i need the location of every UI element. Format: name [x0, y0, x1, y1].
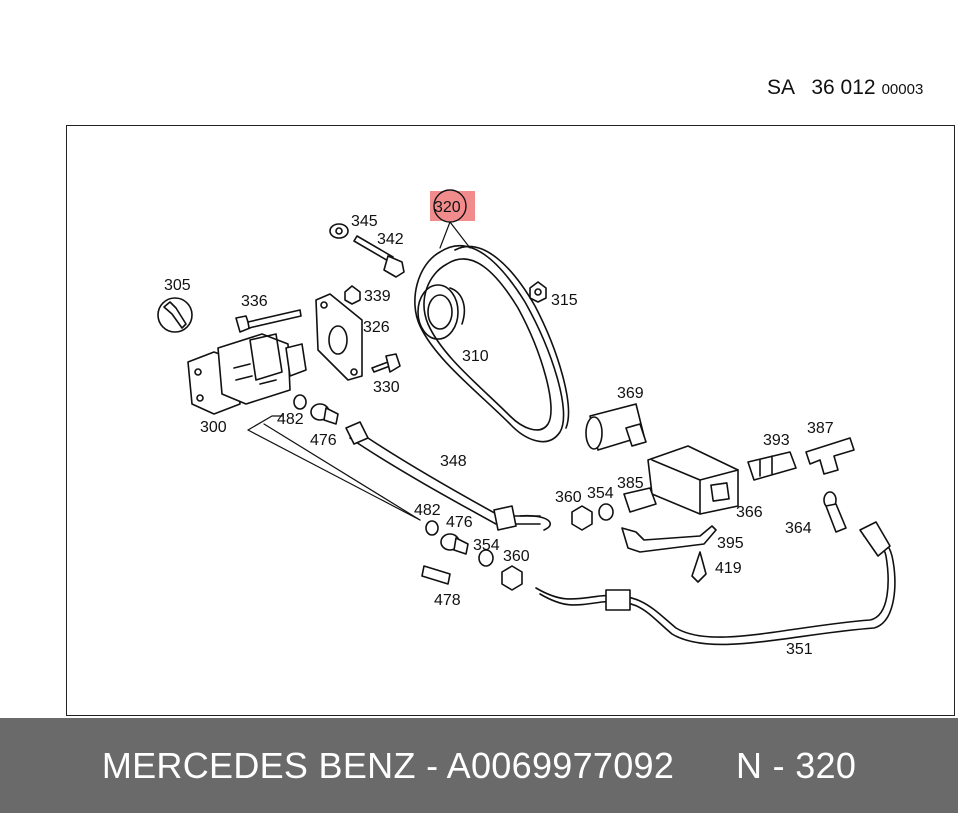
footer-part-number: A0069977092 [446, 745, 675, 786]
hose-348-drawing [345, 421, 551, 531]
part-label-339: 339 [364, 288, 391, 305]
part-label-351: 351 [786, 641, 813, 658]
bracket-326-drawing [315, 293, 363, 381]
part-label-360-bottom: 360 [503, 548, 530, 565]
part-label-310: 310 [462, 348, 489, 365]
part-label-300: 300 [200, 419, 227, 436]
part-label-360-top: 360 [555, 489, 582, 506]
part-label-395: 395 [717, 535, 744, 552]
footer-banner: MERCEDES BENZ - A0069977092 N - 320 [0, 718, 958, 813]
footer-gap [674, 745, 736, 786]
v-belt-drawing [414, 244, 570, 443]
part-label-478: 478 [434, 592, 461, 609]
part-label-366: 366 [736, 504, 763, 521]
compressor-300-drawing [187, 333, 307, 415]
part-label-330: 330 [373, 379, 400, 396]
footer-brand: MERCEDES BENZ [101, 745, 416, 786]
valve-block-366-drawing [647, 445, 739, 515]
highlight-320-callout: 320 [430, 189, 475, 223]
part-label-326: 326 [363, 319, 390, 336]
bracket-395-drawing [621, 525, 717, 583]
parts-diagram: 320 345 342 315 305 336 339 326 310 330 … [157, 189, 896, 658]
part-label-393: 393 [763, 432, 790, 449]
wrench-tool-305-drawing [157, 297, 193, 333]
nut-339-drawing [344, 285, 361, 305]
bolt-336-drawing [235, 309, 302, 333]
hose-351-drawing [535, 521, 896, 646]
fitting-476-top-drawing [293, 394, 339, 425]
part-label-345: 345 [351, 213, 378, 230]
sheet-code: SA 36 012 00003 [767, 76, 923, 100]
part-label-315: 315 [551, 292, 578, 309]
part-label-387: 387 [807, 420, 834, 437]
elbow-364-drawing [823, 491, 847, 533]
bolt-342-drawing [329, 223, 405, 278]
sheet-sub-code: 00003 [881, 81, 924, 98]
part-label-354-top: 354 [587, 485, 614, 502]
part-label-482-top: 482 [277, 411, 304, 428]
sheet-code-main: SA 36 012 [767, 76, 876, 99]
part-labels: 345 342 315 305 336 339 326 310 330 369 … [164, 213, 834, 658]
nut-315-drawing [529, 281, 547, 303]
fitting-393-drawing [747, 451, 797, 481]
part-label-336: 336 [241, 293, 268, 310]
solenoid-369-drawing [585, 403, 647, 451]
part-label-476-top: 476 [310, 432, 337, 449]
bolt-330-drawing [371, 353, 401, 373]
part-label-385: 385 [617, 475, 644, 492]
part-label-354-bottom: 354 [473, 537, 500, 554]
part-label-364: 364 [785, 520, 812, 537]
part-label-369: 369 [617, 385, 644, 402]
footer-position: N - 320 [736, 745, 857, 786]
tee-fitting-387-drawing [805, 437, 855, 475]
part-label-348: 348 [440, 453, 467, 470]
part-label-305: 305 [164, 277, 191, 294]
highlight-320-label: 320 [434, 199, 461, 216]
footer-separator: - [415, 745, 447, 786]
fitting-476-bottom-drawing [421, 520, 523, 591]
part-label-342: 342 [377, 231, 404, 248]
part-label-482-bottom: 482 [414, 502, 441, 519]
part-label-476-bottom: 476 [446, 514, 473, 531]
fitting-385-drawing [571, 487, 657, 531]
part-label-419: 419 [715, 560, 742, 577]
